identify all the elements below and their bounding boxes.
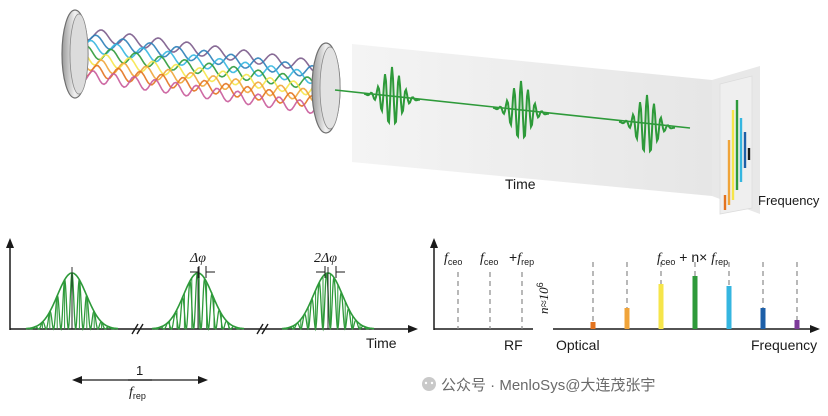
- top-pulse-train: [363, 66, 676, 154]
- watermark: 公众号 · MenloSys@大连茂张宇: [422, 377, 655, 394]
- time-y-arrow: [6, 238, 14, 248]
- cavity-wave: [79, 56, 323, 103]
- right-mirror: [311, 42, 341, 134]
- top-pulse: [363, 66, 421, 126]
- delta-phi-label: Δφ: [189, 251, 206, 266]
- time-domain-plot: Time Δφ 2Δφ 1 frep: [6, 238, 418, 401]
- rf-label: RF: [504, 337, 523, 353]
- bl-time-label: Time: [366, 335, 397, 351]
- top-pulse: [618, 94, 676, 154]
- cavity-wave: [79, 64, 323, 110]
- comb-tooth: [692, 276, 698, 329]
- top-spectrum-lines: [723, 100, 751, 210]
- time-x-arrow: [408, 325, 418, 333]
- period-denominator: frep: [129, 385, 146, 401]
- period-numerator: 1: [136, 363, 143, 378]
- comb-tooth: [760, 308, 766, 329]
- n-approx-label: n≈106: [535, 282, 551, 314]
- left-mirror: [61, 9, 89, 99]
- bottom-frequency-label: Frequency: [751, 337, 817, 353]
- comb-tooth: [658, 284, 664, 329]
- axis-break-1: [131, 323, 144, 335]
- spectrum-panel: Frequency: [719, 75, 820, 215]
- comb-lines: [590, 262, 800, 329]
- top-frequency-label: Frequency: [758, 193, 820, 208]
- laser-cavity: [61, 9, 341, 134]
- cavity-wave: [79, 70, 323, 115]
- optical-label: Optical: [556, 337, 600, 353]
- comb-tooth: [590, 322, 596, 329]
- f-ceo-1-label: fceo: [444, 251, 462, 267]
- two-delta-phi-marker: [316, 266, 345, 278]
- freq-x-arrow: [810, 325, 820, 333]
- two-delta-phi-label: 2Δφ: [314, 251, 337, 266]
- freq-y-arrow: [430, 238, 438, 248]
- comb-tooth: [794, 320, 800, 329]
- cavity-wave: [79, 45, 323, 92]
- top-pulse: [492, 80, 550, 140]
- f-ceo-2-label: fceo: [480, 251, 498, 267]
- delta-phi-marker: [190, 266, 215, 278]
- cavity-wave: [79, 39, 323, 85]
- cavity-waves: [79, 29, 323, 115]
- comb-tooth: [726, 286, 732, 329]
- cavity-wave: [79, 50, 323, 96]
- comb-formula-label: fceo + n× frep: [657, 249, 728, 267]
- time-domain-pulses: [25, 267, 375, 332]
- axis-break-2: [256, 323, 269, 335]
- top-time-label: Time: [505, 176, 536, 192]
- wechat-icon: [422, 377, 436, 391]
- rf-dashed-lines: [457, 272, 523, 329]
- watermark-text: 公众号 · MenloSys@大连茂张宇: [441, 377, 655, 394]
- plus-frep-label: +frep: [509, 249, 534, 267]
- cavity-wave: [79, 34, 323, 77]
- time-panel: Time: [334, 44, 760, 214]
- frequency-domain-plot: fceo fceo +frep n≈106 fceo + n× frep RF …: [430, 238, 820, 353]
- comb-tooth: [624, 308, 630, 329]
